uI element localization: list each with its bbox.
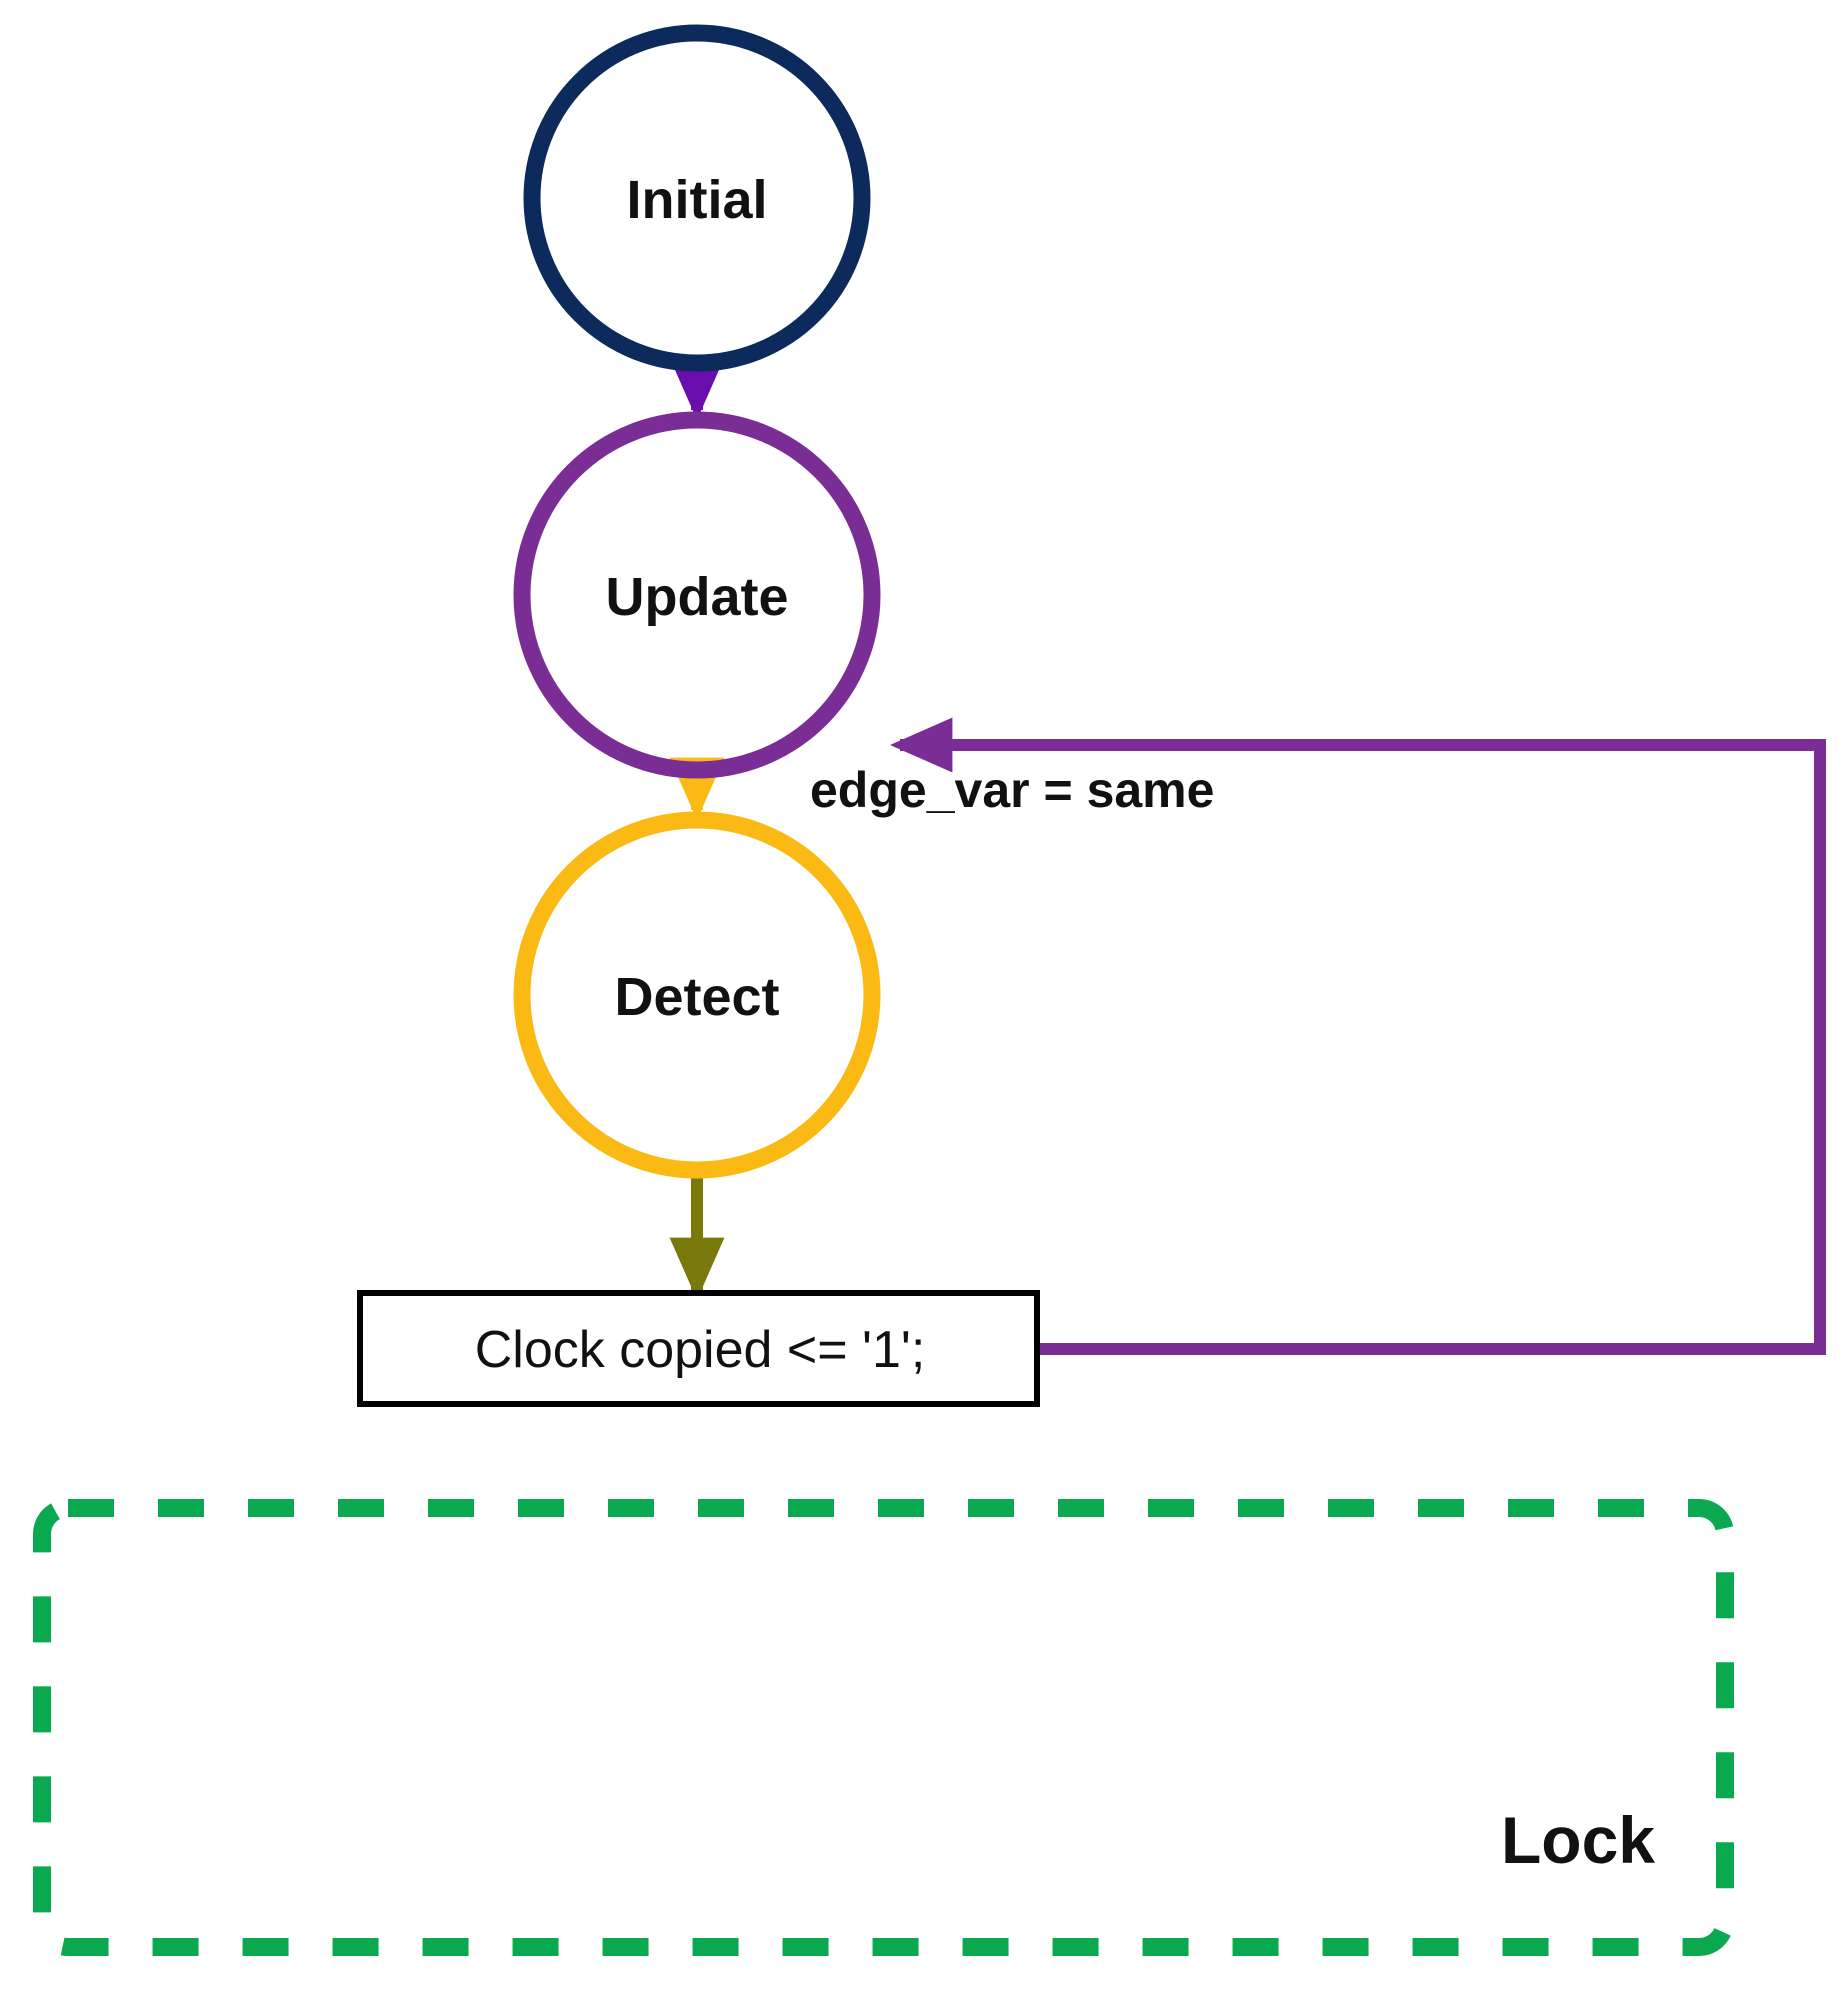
action-box-text: Clock copied <= '1'; <box>475 1321 926 1379</box>
state-detect-label: Detect <box>614 967 779 1027</box>
feedback-loop-path <box>890 717 1826 1355</box>
state-node-initial[interactable]: Initial <box>523 24 871 372</box>
action-box-clock-copied[interactable]: Clock copied <= '1'; <box>357 1290 1040 1407</box>
lock-region-label: Lock <box>1501 1803 1655 1877</box>
state-update-circle[interactable] <box>513 411 881 779</box>
action-box-rect[interactable] <box>357 1290 1040 1407</box>
lock-region-border <box>33 1499 1734 1956</box>
state-update-label: Update <box>605 567 788 627</box>
state-detect-circle[interactable] <box>513 811 881 1179</box>
state-node-update[interactable]: Update <box>513 411 881 779</box>
state-node-detect[interactable]: Detect <box>513 811 881 1179</box>
state-initial-circle[interactable] <box>523 24 871 372</box>
feedback-loop-label: edge_var = same <box>810 762 1214 818</box>
transition-action-to-update: edge_var = same <box>810 717 1826 1355</box>
state-initial-label: Initial <box>626 170 767 230</box>
lock-region: Lock <box>33 1499 1734 1956</box>
